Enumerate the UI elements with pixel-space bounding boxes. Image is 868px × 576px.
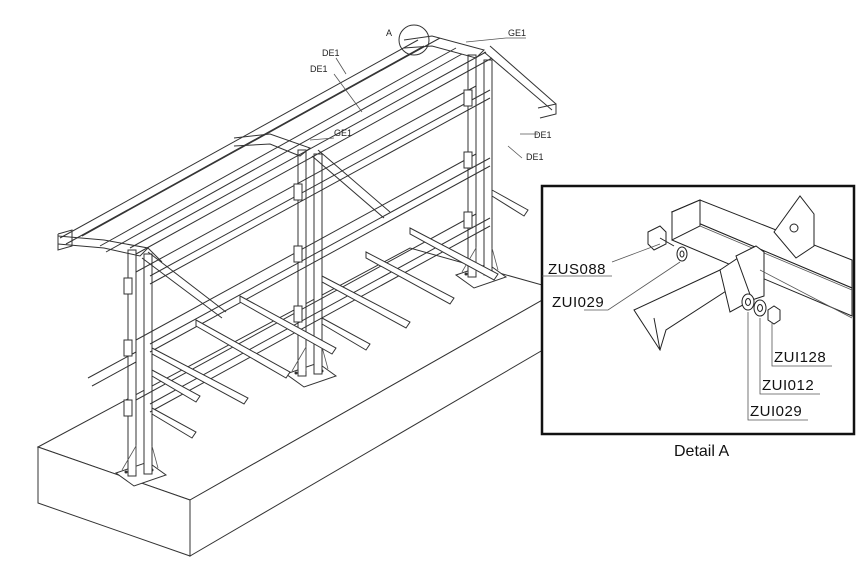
label-ge1-mid: GE1 — [334, 128, 352, 138]
detail-washers-right — [741, 293, 781, 325]
detail-label-zus088: ZUS088 — [548, 261, 606, 278]
part-labels: GE1 DE1 DE1 DE1 DE1 GE1 — [310, 28, 552, 162]
detail-angle-section — [633, 245, 853, 352]
detail-label-zui012: ZUI012 — [762, 377, 814, 394]
detail-gusset-plate — [773, 195, 815, 259]
connector-plates — [123, 89, 473, 417]
callout-a-label: A — [386, 28, 392, 38]
detail-caption: Detail A — [674, 443, 729, 460]
label-de1-d: DE1 — [526, 152, 544, 162]
label-de1-b: DE1 — [310, 64, 328, 74]
part-leaders — [309, 37, 538, 159]
longitudinal-rails — [59, 37, 493, 413]
label-ge1-top: GE1 — [508, 28, 526, 38]
callout-a-marker: A — [386, 24, 430, 56]
detail-label-zui029-b: ZUI029 — [750, 403, 802, 420]
cantilever-arms — [151, 189, 529, 439]
detail-label-zui029-a: ZUI029 — [552, 294, 604, 311]
label-de1-a: DE1 — [322, 48, 340, 58]
label-de1-c: DE1 — [534, 130, 552, 140]
detail-bolt-left — [647, 225, 688, 262]
detail-label-zui128: ZUI128 — [774, 349, 826, 366]
detail-leaders — [542, 243, 832, 421]
detail-a-panel: ZUS088 ZUI029 ZUI128 ZUI012 ZUI029 — [540, 184, 856, 436]
